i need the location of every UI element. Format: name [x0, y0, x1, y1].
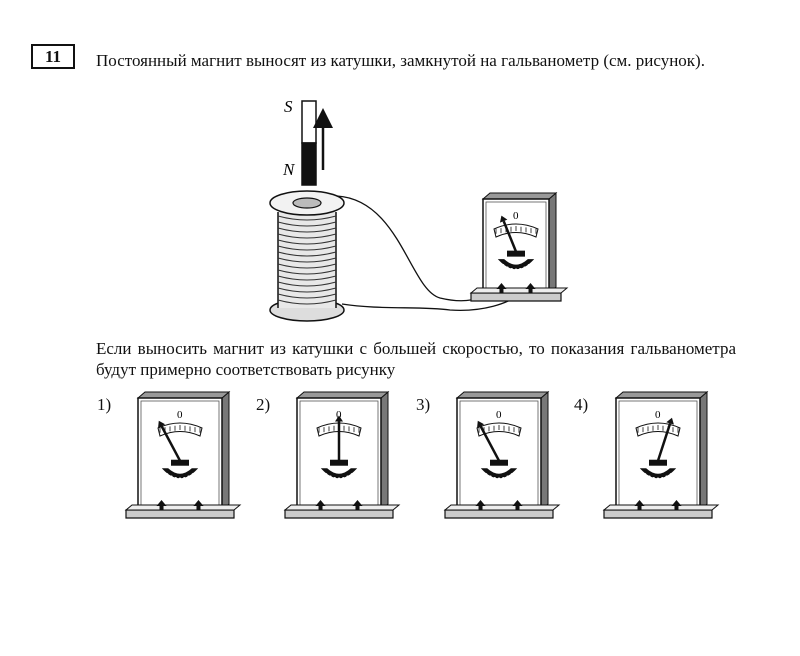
magnet-pole-s: S — [284, 97, 293, 116]
terminal-icon — [671, 500, 682, 510]
needle-icon — [158, 420, 182, 462]
galvanometer-option-4: 0 — [602, 390, 720, 519]
galvanometer-option-2: 0 — [283, 390, 401, 519]
terminal-icon — [634, 500, 645, 510]
terminal-icon — [496, 283, 507, 293]
terminal-icon — [352, 500, 363, 510]
question-number: 11 — [31, 44, 75, 69]
needle-icon — [499, 215, 518, 253]
needle-icon — [477, 420, 501, 462]
terminal-icon — [193, 500, 204, 510]
option-1-label[interactable]: 1) — [97, 395, 112, 414]
question-followup-text: Если выносить магнит из катушки с больше… — [96, 339, 736, 379]
wire-top — [336, 195, 498, 302]
scale-zero-label: 0 — [336, 409, 342, 421]
scale-zero-label: 0 — [177, 409, 183, 421]
terminal-icon — [315, 500, 326, 510]
scale-zero-label: 0 — [655, 409, 661, 421]
scale-zero-label: 0 — [513, 210, 519, 222]
option-2-label[interactable]: 2) — [256, 395, 271, 414]
terminal-icon — [512, 500, 523, 510]
needle-icon — [335, 415, 343, 461]
terminal-icon — [525, 283, 536, 293]
terminal-icon — [475, 500, 486, 510]
option-3-label[interactable]: 3) — [416, 395, 431, 414]
question-text: Постоянный магнит выносят из катушки, за… — [96, 51, 705, 70]
scale-zero-label: 0 — [496, 409, 502, 421]
option-4-label[interactable]: 4) — [574, 395, 589, 414]
galvanometer-main: 0 — [469, 191, 569, 302]
magnet-pole-n: N — [282, 160, 296, 179]
galvanometer-option-3: 0 — [443, 390, 561, 519]
coil — [269, 190, 345, 322]
galvanometer-option-1: 0 — [124, 390, 242, 519]
terminal-icon — [156, 500, 167, 510]
needle-icon — [656, 417, 674, 462]
magnet: S N — [282, 97, 333, 186]
